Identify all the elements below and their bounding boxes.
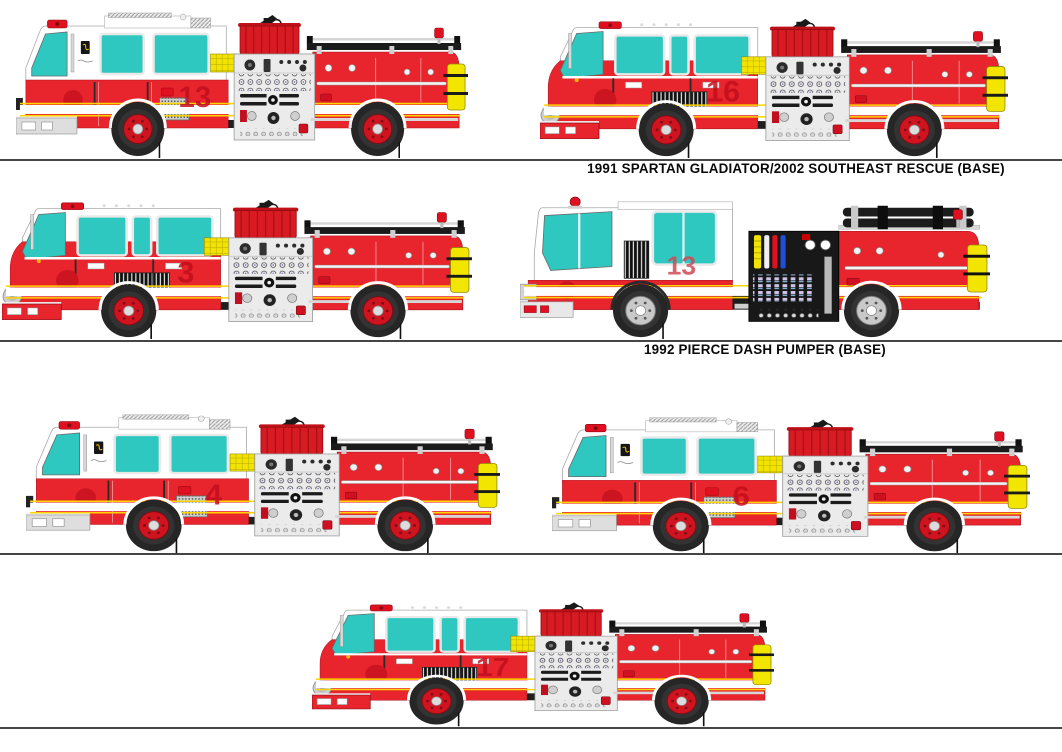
fire-truck-row3-right: 6: [552, 415, 1030, 555]
caption-spartan-gladiator-base: 1991 SPARTAN GLADIATOR/2002 SOUTHEAST RE…: [587, 161, 1005, 176]
truck-unit-number: 4: [205, 480, 223, 512]
ground-line-row2: [0, 339, 1062, 342]
truck-unit-number: 3: [177, 257, 194, 289]
fire-truck-row3-left: 4: [26, 412, 500, 555]
truck-unit-number: 16: [706, 76, 740, 108]
fire-truck-row1-left: 13: [16, 10, 468, 160]
truck-art-spartan-gladiator: [2, 200, 472, 339]
caption-pierce-dash-base: 1992 PIERCE DASH PUMPER (BASE): [644, 342, 886, 357]
truck-art-pierce-dash: [520, 197, 990, 339]
truck-unit-number: 6: [732, 481, 749, 512]
truck-art-crest-cab: [16, 13, 468, 158]
truck-art-crest-cab: [552, 418, 1030, 553]
truck-art-crest-cab: [26, 415, 500, 553]
ground-line-row3: [0, 553, 1062, 555]
fire-truck-row2-right: 13: [520, 194, 990, 341]
fire-truck-row2-left: 3: [2, 195, 472, 341]
fire-truck-row4-center: 17: [312, 598, 774, 728]
truck-art-spartan-gladiator: [540, 19, 1008, 158]
truck-art-spartan-gladiator: [312, 602, 774, 726]
truck-unit-number: 13: [667, 251, 697, 280]
ground-line-row4: [0, 726, 1062, 729]
truck-unit-number: 17: [476, 653, 510, 682]
fire-truck-row1-right: 16: [540, 14, 1008, 160]
ground-line-row1: [0, 158, 1062, 161]
truck-unit-number: 13: [178, 81, 211, 114]
